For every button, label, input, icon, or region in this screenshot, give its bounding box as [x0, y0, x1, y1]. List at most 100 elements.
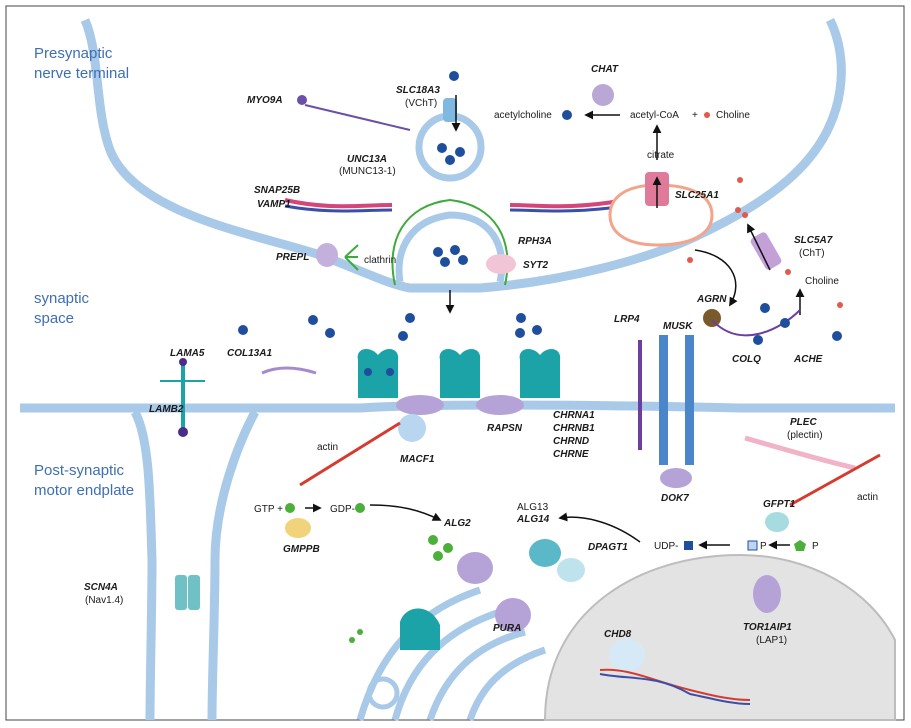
rapsn-1 [396, 395, 444, 415]
alg14-enzyme [529, 539, 561, 567]
label-gfpt1: GFPT1 [763, 499, 796, 510]
vesicle-golgi [366, 676, 400, 710]
label-chrne: CHRNE [553, 449, 589, 460]
choline-dot [735, 207, 741, 213]
nucleus [543, 553, 896, 721]
snare-left [284, 198, 393, 209]
udp-square [684, 541, 693, 550]
label-colq: COLQ [732, 354, 761, 365]
label-ache: ACHE [793, 354, 823, 365]
gfpt1-enzyme [765, 512, 789, 532]
label-macf1: MACF1 [400, 454, 435, 465]
label-snap25b: SNAP25B [254, 185, 300, 196]
label-rph3a: RPH3A [518, 236, 552, 247]
choline-dot [837, 302, 843, 308]
choline-dot [742, 212, 748, 218]
fructose-p [794, 540, 806, 551]
chat-enzyme [592, 84, 614, 106]
label-vcht: (VChT) [405, 98, 437, 109]
region-synaptic-line1: synaptic [34, 290, 90, 307]
slc5a7-transporter [750, 232, 782, 270]
alg2-enzyme [457, 552, 493, 584]
rapsn-2 [476, 395, 524, 415]
achr-receptor-1 [357, 348, 399, 398]
laminin [160, 358, 205, 437]
plec-protein [744, 435, 856, 471]
clathrin-coat [391, 198, 509, 286]
presynaptic-membrane [80, 17, 846, 293]
label-dpagt1: DPAGT1 [588, 542, 628, 553]
label-munc13: (MUNC13-1) [339, 166, 396, 177]
musk-receptor-2 [685, 335, 694, 465]
label-syt2: SYT2 [523, 260, 548, 271]
label-actin-left: actin [317, 442, 338, 453]
label-alg2: ALG2 [443, 518, 471, 529]
snare-right-b [509, 204, 626, 213]
label-acetyl-coa: acetyl-CoA [630, 110, 679, 121]
myo9a-head [297, 95, 307, 105]
region-presynaptic-line2: nerve terminal [34, 65, 129, 82]
label-udp: UDP- [654, 541, 678, 552]
choline-dot [737, 177, 743, 183]
label-col13a1: COL13A1 [227, 348, 272, 359]
label-gmppb: GMPPB [283, 544, 320, 555]
ach-dot [405, 313, 415, 323]
snare-right [509, 198, 626, 209]
label-rapsn: RAPSN [487, 423, 523, 434]
myo9a-protein [304, 104, 411, 131]
label-chd8: CHD8 [604, 629, 632, 640]
ach-dot [753, 335, 763, 345]
scn4a-channel-2 [188, 575, 200, 610]
gdp-arrow [369, 504, 442, 521]
ach-dot [325, 328, 335, 338]
label-citrate: citrate [647, 150, 675, 161]
ach-dot [445, 155, 455, 165]
clathrin-triskelion [344, 244, 359, 271]
mitochondrion [608, 183, 714, 247]
label-clathrin: clathrin [364, 255, 396, 266]
label-plec: PLEC [790, 417, 817, 428]
label-plectin: (plectin) [787, 430, 823, 441]
synaptic-vesicle [415, 112, 485, 182]
ach-dot [532, 325, 542, 335]
label-p-mid: P [760, 541, 767, 552]
ach-dot [760, 303, 770, 313]
label-slc5a7: SLC5A7 [794, 235, 833, 246]
label-chrnb1: CHRNB1 [553, 423, 595, 434]
cht-arrow [747, 223, 771, 271]
actin-filament-left [299, 421, 401, 487]
region-synaptic-line2: space [34, 310, 74, 327]
syt2-protein [486, 254, 516, 274]
dok7-protein [660, 468, 692, 488]
agrn-arrow [694, 249, 738, 307]
snare-left-b [284, 204, 393, 213]
label-lama5: LAMA5 [170, 348, 205, 359]
musk-receptor-1 [659, 335, 668, 465]
ach-dot [832, 331, 842, 341]
colq-protein [711, 309, 801, 337]
label-chat: CHAT [591, 64, 619, 75]
label-gdp: GDP- [330, 504, 355, 515]
region-postsynaptic-line1: Post-synaptic [34, 462, 125, 479]
region-postsynaptic-line2: motor endplate [34, 482, 134, 499]
ach-dot [562, 110, 572, 120]
label-lrp4: LRP4 [614, 314, 640, 325]
label-alg14: ALG14 [516, 514, 550, 525]
ach-dot [238, 325, 248, 335]
agrn-protein [703, 309, 721, 327]
udp-arrow [558, 512, 641, 543]
ach-dot [437, 143, 447, 153]
glcnac-p [747, 540, 758, 551]
dna-strand-1 [599, 668, 751, 701]
ach-dot [398, 331, 408, 341]
label-choline-top: Choline [716, 110, 750, 121]
ach-dot [780, 318, 790, 328]
junctional-fold-right [207, 409, 259, 721]
label-plus: + [692, 110, 698, 121]
er-membrane-2 [391, 608, 502, 721]
label-acetylcholine: acetylcholine [494, 110, 552, 121]
choline-dot [704, 112, 710, 118]
mannose-dot [428, 535, 438, 545]
label-chrna1: CHRNA1 [553, 410, 595, 421]
